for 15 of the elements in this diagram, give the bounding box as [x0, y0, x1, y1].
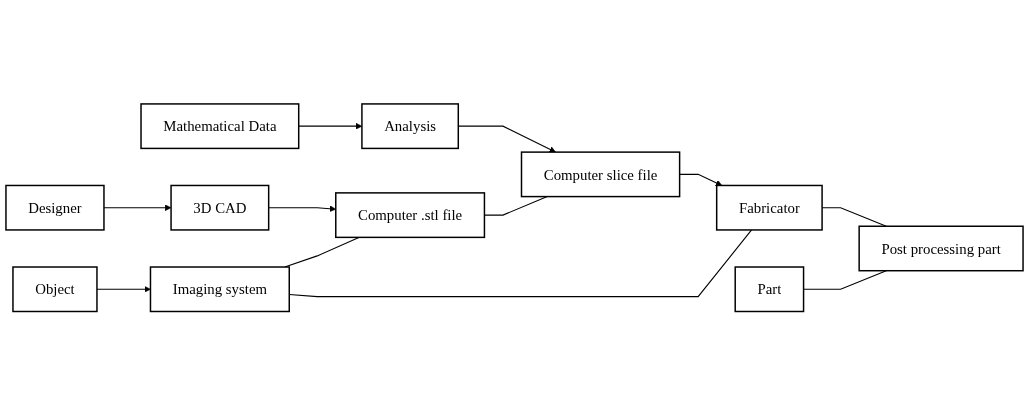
arrow	[103, 204, 172, 212]
node-box: Post processing part	[858, 225, 1024, 272]
node-box: Analysis	[361, 103, 460, 150]
node-box: Computer .stl file	[335, 192, 486, 239]
node-box: Part	[734, 266, 805, 313]
node-box: Object	[12, 266, 98, 313]
connector	[284, 237, 360, 268]
arrow	[679, 174, 723, 187]
node-box: Designer	[5, 185, 105, 231]
node-box: Imaging system	[149, 266, 290, 313]
arrow	[96, 286, 151, 293]
node-box: Mathematical Data	[140, 103, 300, 150]
node-box: Fabricator	[715, 185, 823, 231]
node-box: Computer slice file	[520, 151, 681, 198]
node-box: 3D CAD	[170, 185, 270, 231]
